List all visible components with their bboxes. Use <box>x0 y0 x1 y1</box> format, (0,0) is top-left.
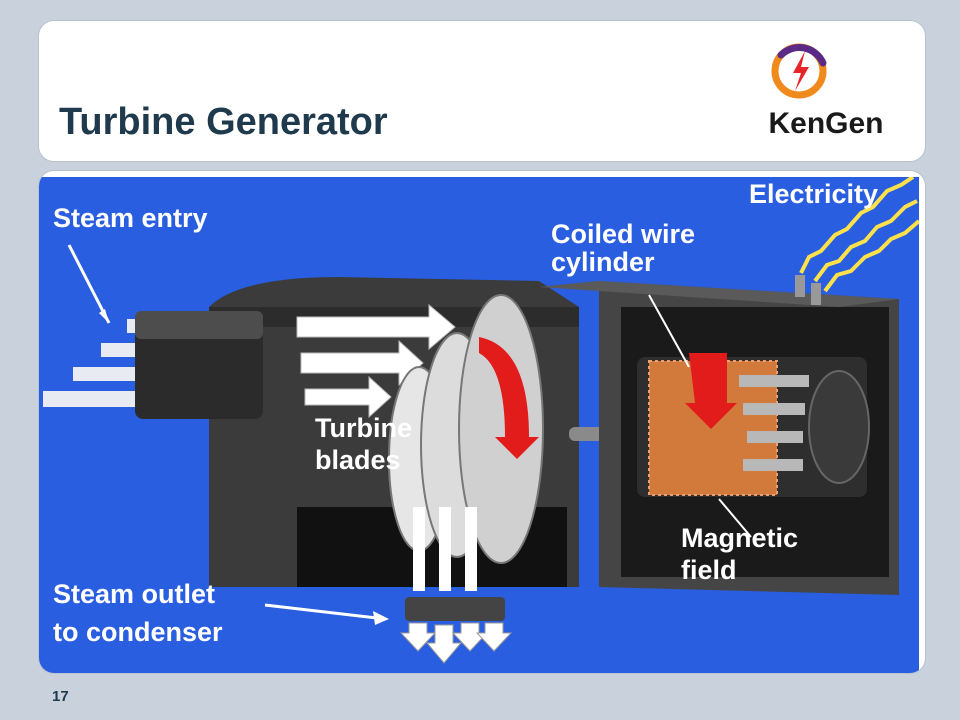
steam-flow-arrow-1 <box>296 303 456 351</box>
outlet-collar <box>405 597 505 621</box>
magnet-bar-1 <box>739 375 809 387</box>
label-cylinder: cylinder <box>551 247 655 277</box>
logo-text: KenGen <box>768 107 884 140</box>
magnet-bar-3 <box>747 431 803 443</box>
electricity-bolt-1 <box>799 177 915 274</box>
steam-outlet-pointer-head <box>373 611 389 625</box>
magnetic-field-pointer <box>718 498 752 538</box>
label-turbine: Turbine <box>315 413 412 443</box>
steam-entry-pointer-head <box>99 309 109 323</box>
label-magnetic: Magnetic <box>681 523 799 553</box>
rotation-arrow-turbine <box>479 337 539 459</box>
label-steam-outlet: Steam outlet <box>53 579 216 609</box>
logo-purple-arc <box>777 44 827 67</box>
electricity-bolt-3 <box>823 219 919 293</box>
coiled-wire-pointer <box>648 294 690 368</box>
terminal-2 <box>811 283 821 305</box>
label-to-condenser: to condenser <box>53 617 223 647</box>
exhaust-pipe-1 <box>413 507 425 591</box>
steam-outlet-pointer <box>264 603 386 621</box>
coil-texture <box>648 360 778 496</box>
kengen-logo: KenGen <box>761 29 911 151</box>
header-panel: Turbine Generator KenGen <box>38 20 926 162</box>
inlet-pipe-1 <box>43 391 153 407</box>
diagram-panel: Steam entry Coiled wire cylinder Electri… <box>38 170 926 674</box>
label-steam-entry: Steam entry <box>53 203 208 233</box>
outlet-arrow-2 <box>425 624 463 664</box>
page-number: 17 <box>52 688 69 705</box>
label-electricity: Electricity <box>749 179 879 209</box>
exhaust-pipe-3 <box>465 507 477 591</box>
magnet-bar-2 <box>743 403 805 415</box>
turbine-blade-disc-3 <box>458 294 544 564</box>
label-blades: blades <box>315 445 401 475</box>
magnet-bar-4 <box>743 459 803 471</box>
inlet-manifold-highlight <box>135 311 263 339</box>
turbine-generator-diagram <box>39 177 919 673</box>
label-coiled-wire: Coiled wire <box>551 219 696 249</box>
exhaust-pipe-2 <box>439 507 451 591</box>
rotation-arrow-generator <box>685 353 737 429</box>
lightning-bolt-icon <box>793 51 809 91</box>
slide-title: Turbine Generator <box>59 101 388 143</box>
steam-entry-pointer <box>67 244 111 324</box>
outlet-arrow-4 <box>475 622 513 652</box>
outlet-arrow-1 <box>399 622 437 652</box>
generator-housing-top <box>539 281 899 307</box>
logo-mark <box>771 43 827 99</box>
steam-flow-arrow-3 <box>304 375 392 419</box>
generator-end-cap <box>808 370 870 484</box>
label-field: field <box>681 555 737 585</box>
inlet-pipe-2 <box>73 367 153 381</box>
outlet-arrow-3 <box>451 622 489 652</box>
terminal-1 <box>795 275 805 297</box>
electricity-bolt-2 <box>813 199 918 283</box>
